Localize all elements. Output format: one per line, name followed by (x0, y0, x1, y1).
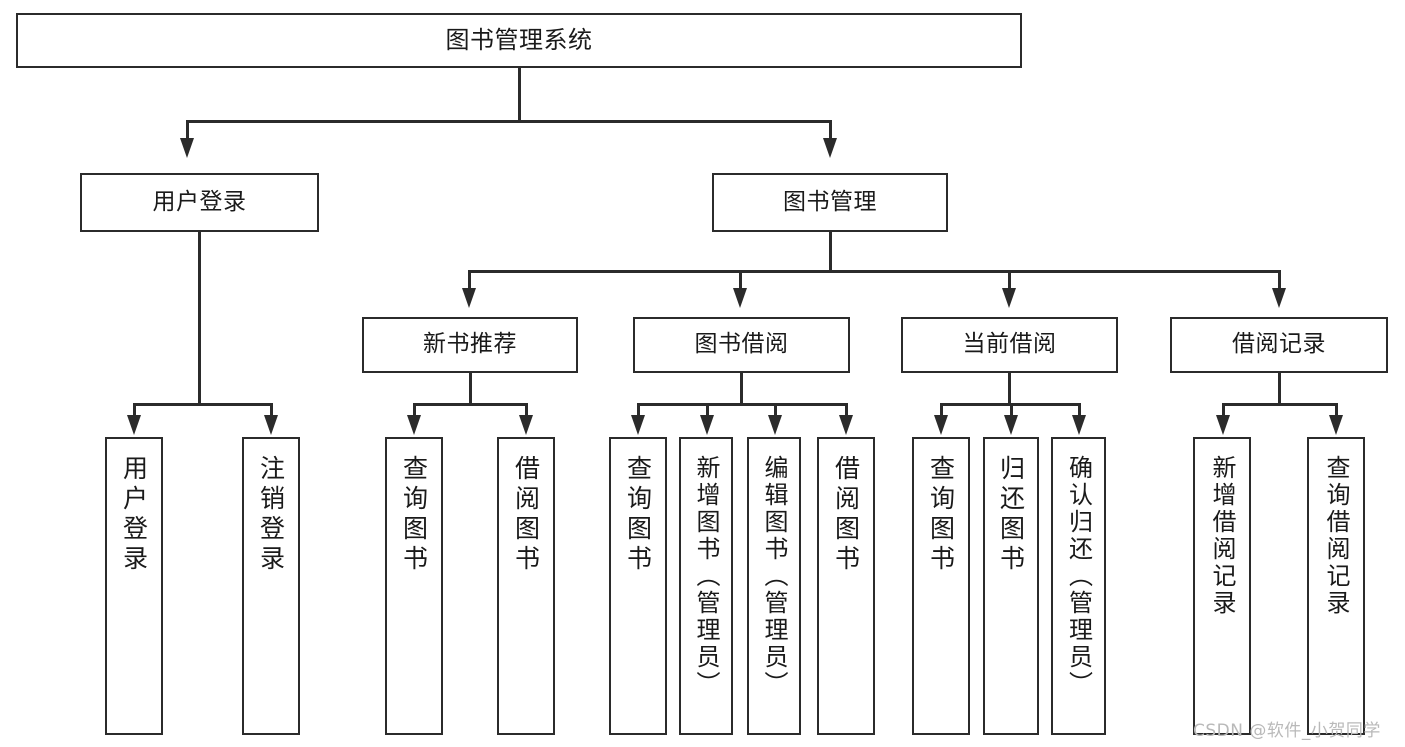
connector-root-drop-right (829, 120, 832, 141)
connector-br-drop-1 (1222, 403, 1225, 419)
connector-userlogin-stem (198, 232, 201, 405)
arrow-to-leaf-query-book-2 (631, 415, 645, 435)
arrow-to-borrow-record (1272, 288, 1286, 308)
connector-newbook-drop-1 (413, 403, 416, 419)
connector-currentborrow-stem (1008, 373, 1011, 405)
node-user-login[interactable]: 用户登录 (80, 173, 319, 232)
connector-bookborrow-stem (740, 373, 743, 405)
leaf-borrow-book-newbook[interactable]: 借阅图书 (497, 437, 555, 735)
connector-cb-drop-1 (940, 403, 943, 419)
connector-bm-drop-4 (1278, 270, 1281, 291)
arrow-to-book-borrow (733, 288, 747, 308)
connector-userlogin-drop-1 (133, 403, 136, 419)
connector-bm-drop-2 (739, 270, 742, 291)
arrow-to-leaf-borrow-book-2 (839, 415, 853, 435)
node-label: 借阅记录 (1232, 331, 1326, 358)
node-label: 新增借阅记录 (1208, 455, 1236, 617)
arrow-to-leaf-edit-book (768, 415, 782, 435)
arrow-to-user-login (180, 138, 194, 158)
arrow-to-leaf-borrow-book-1 (519, 415, 533, 435)
connector-cb-drop-2 (1010, 403, 1013, 419)
node-label: 图书管理 (783, 188, 877, 215)
arrow-to-leaf-logout (264, 415, 278, 435)
node-current-borrow[interactable]: 当前借阅 (901, 317, 1118, 373)
connector-root-drop-left (186, 120, 189, 141)
leaf-query-book-newbook[interactable]: 查询图书 (385, 437, 443, 735)
connector-borrowrecord-bus (1222, 403, 1337, 406)
arrow-to-leaf-query-book-1 (407, 415, 421, 435)
arrow-to-book-manage (823, 138, 837, 158)
node-label: 用户登录 (152, 188, 247, 215)
leaf-borrow-book-borrow[interactable]: 借阅图书 (817, 437, 875, 735)
connector-bookmanage-bus (468, 270, 1281, 273)
arrow-to-leaf-user-login (127, 415, 141, 435)
connector-br-drop-2 (1335, 403, 1338, 419)
node-label: 注销登录 (256, 455, 286, 575)
node-label: 当前借阅 (962, 331, 1057, 358)
connector-root-bus (186, 120, 832, 123)
leaf-confirm-return-admin[interactable]: 确认归还（管理员） (1051, 437, 1106, 735)
connector-userlogin-drop-2 (270, 403, 273, 419)
node-label: 编辑图书（管理员） (760, 455, 788, 698)
node-label: 图书借阅 (694, 331, 789, 358)
leaf-add-borrow-record[interactable]: 新增借阅记录 (1193, 437, 1251, 735)
node-label: 归还图书 (996, 455, 1026, 575)
connector-bb-drop-1 (637, 403, 640, 419)
leaf-user-login[interactable]: 用户登录 (105, 437, 163, 735)
arrow-to-leaf-add-book (700, 415, 714, 435)
arrow-to-leaf-add-record (1216, 415, 1230, 435)
node-label: 查询图书 (399, 455, 429, 575)
connector-bb-drop-3 (774, 403, 777, 419)
leaf-add-book-admin[interactable]: 新增图书（管理员） (679, 437, 733, 735)
node-root-system[interactable]: 图书管理系统 (16, 13, 1022, 68)
connector-bookborrow-bus (637, 403, 847, 406)
node-label: 查询借阅记录 (1322, 455, 1350, 617)
node-label: 用户登录 (119, 455, 149, 575)
arrow-to-new-book (462, 288, 476, 308)
connector-bb-drop-4 (845, 403, 848, 419)
node-label: 查询图书 (623, 455, 653, 575)
arrow-to-leaf-return-book (1004, 415, 1018, 435)
arrow-to-leaf-query-book-3 (934, 415, 948, 435)
node-new-book-recommend[interactable]: 新书推荐 (362, 317, 578, 373)
leaf-query-book-current[interactable]: 查询图书 (912, 437, 970, 735)
connector-newbook-drop-2 (525, 403, 528, 419)
node-label: 借阅图书 (511, 455, 541, 575)
leaf-logout[interactable]: 注销登录 (242, 437, 300, 735)
connector-bb-drop-2 (706, 403, 709, 419)
leaf-return-book[interactable]: 归还图书 (983, 437, 1039, 735)
leaf-query-borrow-record[interactable]: 查询借阅记录 (1307, 437, 1365, 735)
node-label: 查询图书 (926, 455, 956, 575)
node-label: 借阅图书 (831, 455, 861, 575)
connector-userlogin-bus (133, 403, 272, 406)
node-borrow-record[interactable]: 借阅记录 (1170, 317, 1388, 373)
arrow-to-current-borrow (1002, 288, 1016, 308)
node-label: 新书推荐 (423, 331, 517, 358)
connector-root-stem (518, 68, 521, 122)
connector-newbook-bus (413, 403, 527, 406)
connector-bm-drop-1 (468, 270, 471, 291)
connector-newbook-stem (469, 373, 472, 405)
node-book-borrow[interactable]: 图书借阅 (633, 317, 850, 373)
leaf-edit-book-admin[interactable]: 编辑图书（管理员） (747, 437, 801, 735)
connector-borrowrecord-stem (1278, 373, 1281, 405)
connector-bookmanage-stem (829, 232, 832, 272)
connector-bm-drop-3 (1008, 270, 1011, 291)
connector-cb-drop-3 (1078, 403, 1081, 419)
leaf-query-book-borrow[interactable]: 查询图书 (609, 437, 667, 735)
node-label: 新增图书（管理员） (692, 455, 720, 698)
arrow-to-leaf-query-record (1329, 415, 1343, 435)
node-label: 图书管理系统 (445, 26, 593, 55)
node-label: 确认归还（管理员） (1064, 455, 1093, 698)
node-book-management[interactable]: 图书管理 (712, 173, 948, 232)
arrow-to-leaf-confirm-return (1072, 415, 1086, 435)
